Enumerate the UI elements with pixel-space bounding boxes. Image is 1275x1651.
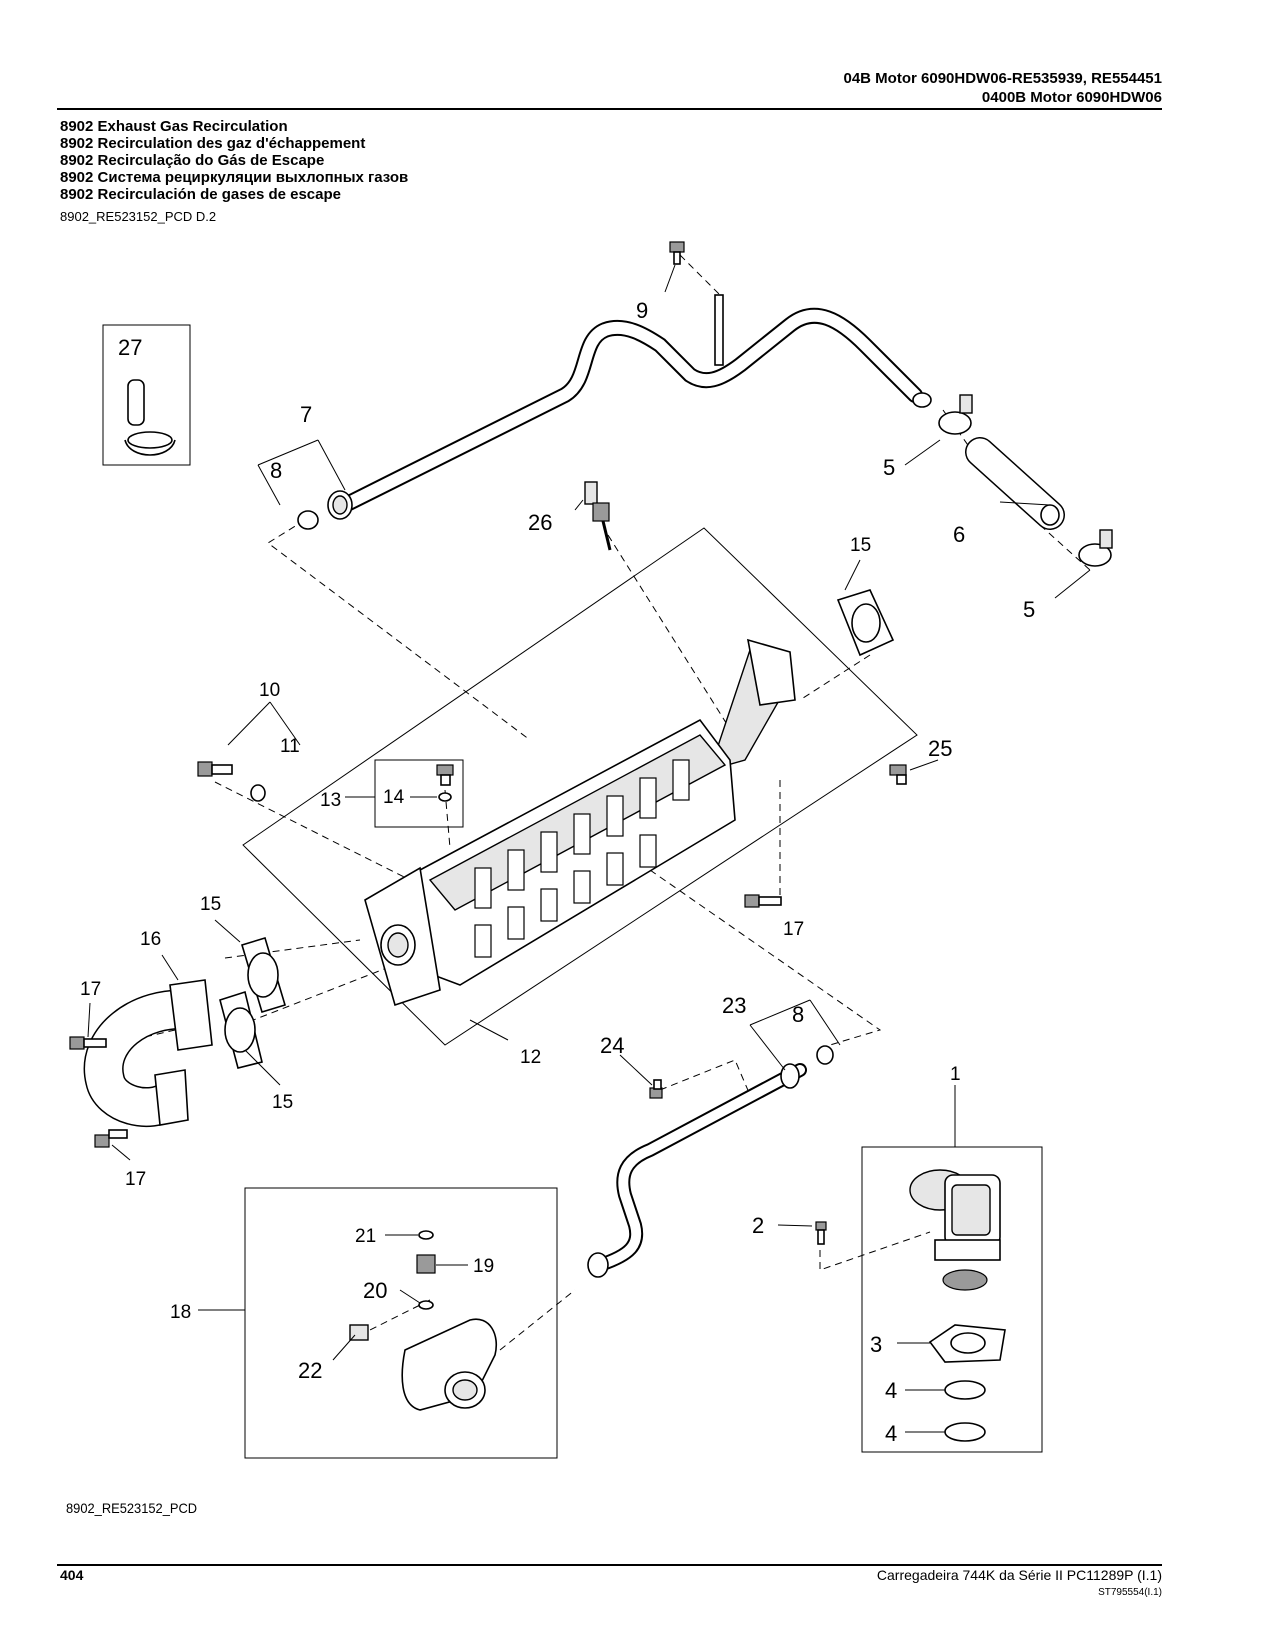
footer-rule [57,1564,1162,1566]
gasket-15-lower-a [241,937,286,1013]
figure-code-bottom: 8902_RE523152_PCD [66,1500,198,1516]
egr-valve-1 [909,1169,1001,1291]
callout-26: 26 [528,510,552,535]
callout-6: 6 [953,522,965,547]
clamp-5-lower [1078,529,1113,567]
bolt-17-bottom [94,1129,128,1148]
callout-5-lower: 5 [1023,597,1035,622]
callout-15-upper: 15 [850,535,871,556]
callout-15-lower-a: 15 [200,894,221,915]
figure-code-top: 8902_RE523152_PCD D.2 [60,209,217,224]
title-portuguese: 8902 Recirculação do Gás de Escape [60,152,325,169]
callout-8-lower: 8 [792,1002,804,1027]
callout-8-upper: 8 [270,458,282,483]
callout-25: 25 [928,736,952,761]
callout-7: 7 [300,402,312,427]
clip-27 [124,379,176,456]
frame-27 [102,324,191,466]
egr-tube-lower [587,1063,807,1278]
callout-21: 21 [355,1226,376,1247]
callout-labels: 27 7 8 9 5 6 5 26 15 10 11 13 14 25 17 1… [80,298,1035,1446]
callout-19: 19 [473,1256,494,1277]
seal-8-upper [297,510,319,530]
callout-14: 14 [383,787,405,808]
callout-13: 13 [320,790,341,811]
callout-2: 2 [752,1213,764,1238]
seal-8-lower [816,1045,834,1065]
callout-15-lower-b: 15 [272,1092,293,1113]
header-engine-line: 0400B Motor 6090HDW06 [981,89,1162,106]
egr-tube-upper [327,294,932,520]
clamp-5-upper [938,394,973,435]
title-french: 8902 Recirculation des gaz d'échappement [60,135,366,152]
exploded-parts-diagram: 27 7 8 9 5 6 5 26 15 10 11 13 14 25 17 1… [69,241,1113,1459]
callout-27: 27 [118,335,142,360]
frame-14 [374,759,464,828]
gasket-15-lower-b [219,990,263,1069]
callout-1: 1 [950,1064,961,1085]
callout-20: 20 [363,1278,387,1303]
callout-17-mid: 17 [783,919,804,940]
bolt-10 [197,761,266,802]
callout-9: 9 [636,298,648,323]
callout-17-left: 17 [80,979,101,1000]
bolt-24 [649,1079,663,1099]
callout-11: 11 [280,736,300,757]
header-rule [57,108,1162,110]
bolt-17-left [69,1036,107,1050]
adapter-18 [349,1230,497,1411]
callout-12: 12 [520,1047,541,1068]
bolt-9 [669,241,685,265]
leader-lines [87,264,1091,1433]
callout-16: 16 [140,929,161,950]
frame-12 [242,527,918,1046]
elbow-16 [83,979,213,1127]
callout-5-upper: 5 [883,455,895,480]
page-number: 404 [60,1567,84,1583]
hose-6 [965,437,1065,530]
header-model-line: 04B Motor 6090HDW06-RE535939, RE554451 [843,70,1163,87]
bolt-17-mid [744,894,782,908]
section-titles: 8902 Exhaust Gas Recirculation 8902 Reci… [60,118,408,203]
footer-doc-id: ST795554(I.1) [1098,1587,1162,1598]
oring-4-upper [944,1380,986,1400]
callout-17-bottom: 17 [125,1169,146,1190]
callout-10: 10 [259,680,280,701]
title-english: 8902 Exhaust Gas Recirculation [60,118,288,135]
callout-23: 23 [722,993,746,1018]
title-russian: 8902 Система рециркуляции выхлопных газо… [60,169,409,186]
sensor-26 [584,481,612,551]
title-spanish: 8902 Recirculación de gases de escape [60,186,341,203]
callout-22: 22 [298,1358,322,1383]
callout-4-upper: 4 [885,1378,897,1403]
callout-3: 3 [870,1332,882,1357]
egr-cooler-12 [364,638,796,1007]
gasket-15-upper [836,589,895,657]
callout-24: 24 [600,1033,624,1058]
callout-4-lower: 4 [885,1421,897,1446]
gasket-3 [928,1324,1006,1363]
callout-18: 18 [170,1302,191,1323]
frame-18 [244,1187,558,1459]
footer-book-title: Carregadeira 744K da Série II PC11289P (… [876,1567,1162,1583]
bolt-2 [815,1221,827,1245]
plug-14 [436,764,454,802]
frame-1 [861,1146,1043,1453]
plug-25 [889,764,907,785]
oring-4-lower [944,1422,986,1442]
